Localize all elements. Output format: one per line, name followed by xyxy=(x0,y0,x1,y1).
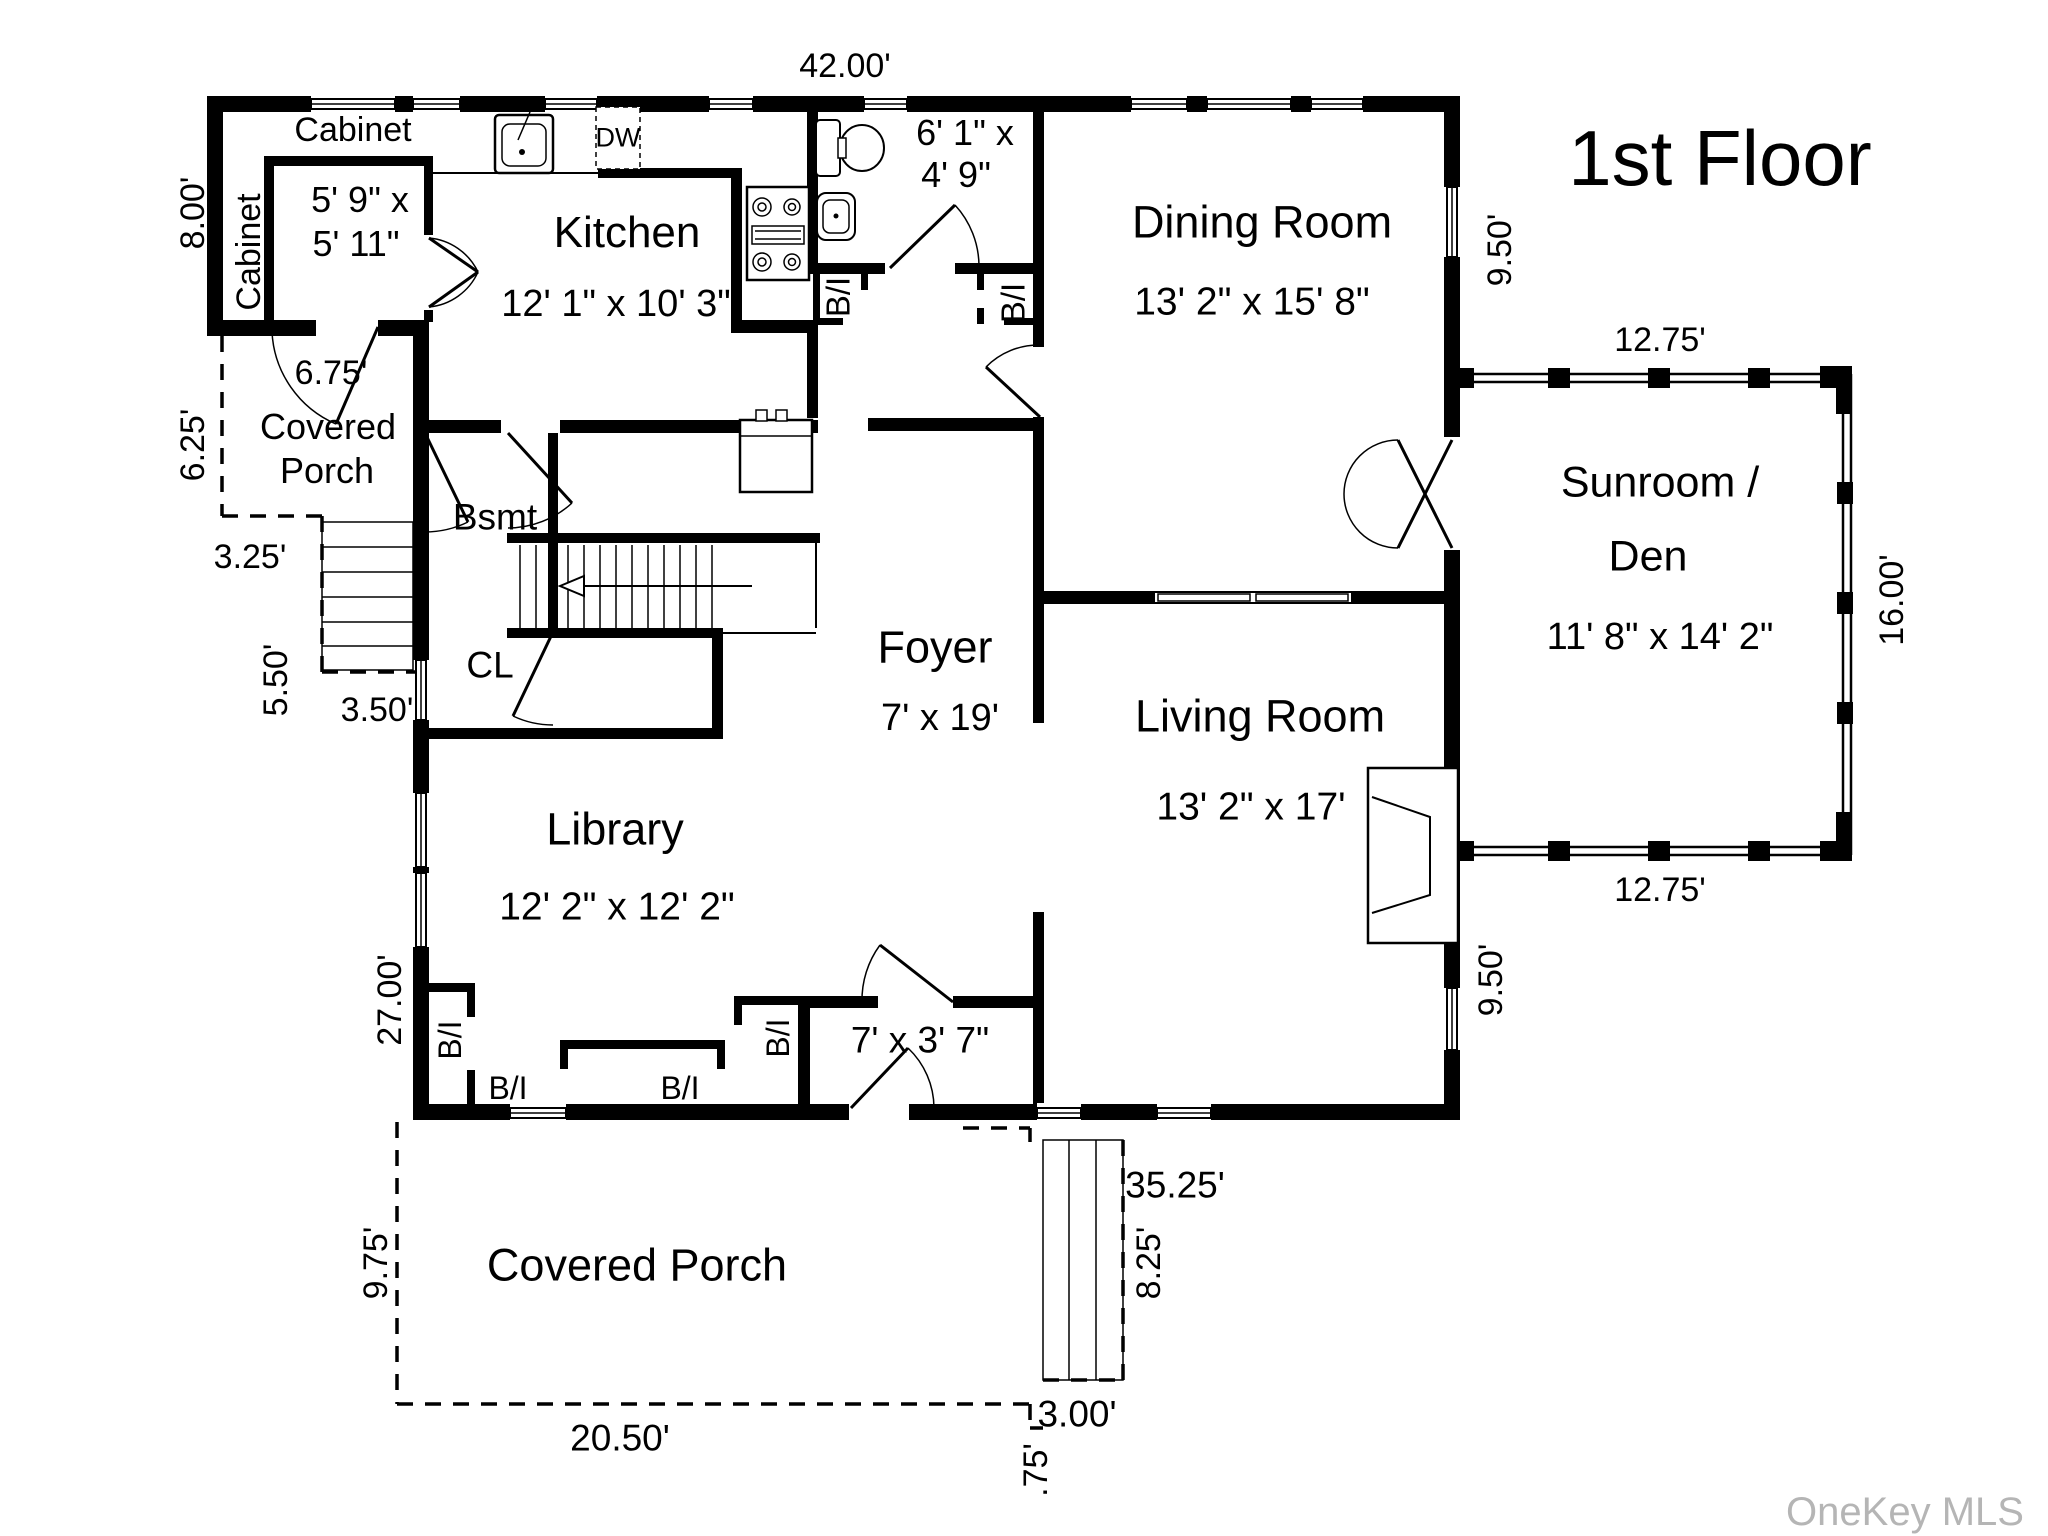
living-label: Living Room xyxy=(1134,690,1386,742)
stove-icon xyxy=(745,185,811,282)
cabinet-side-label: Cabinet xyxy=(230,193,268,311)
hall-dims: 7' x 3' 7" xyxy=(850,1019,990,1061)
dim-dining-side: 9.50' xyxy=(1481,213,1519,287)
sunroom-window-walls xyxy=(1458,366,1853,861)
kitchen-sink-icon xyxy=(493,108,555,175)
dim-library-side: 27.00' xyxy=(371,954,409,1046)
library-dims: 12' 2" x 12' 2" xyxy=(499,885,735,929)
builtin-kitchen-left: B/I xyxy=(819,276,857,318)
dim-porch2-width: 20.50' xyxy=(570,1417,670,1459)
dim-walk-height: 8.25' xyxy=(1130,1226,1168,1300)
staircase xyxy=(519,545,752,628)
dishwasher-label: DW xyxy=(595,122,641,153)
utility-sink-icon xyxy=(738,409,814,494)
dim-porch1-width: 6.75' xyxy=(294,354,368,392)
dining-dims: 13' 2" x 15' 8" xyxy=(1134,280,1370,324)
bath-sink-icon xyxy=(816,192,856,241)
dim-sunroom-bottom: 12.75' xyxy=(1614,871,1706,909)
kitchen-label: Kitchen xyxy=(553,208,701,257)
foyer-dims: 7' x 19' xyxy=(880,697,1000,739)
porch-lower-label: Covered Porch xyxy=(486,1239,788,1291)
sunroom-label-1: Sunroom / xyxy=(1560,458,1760,507)
dining-label: Dining Room xyxy=(1131,196,1393,248)
page-title: 1st Floor xyxy=(1568,114,1872,202)
cabinet-room-dims-1: 5' 9" x xyxy=(311,179,409,220)
watermark: OneKey MLS xyxy=(1786,1490,2024,1534)
doors xyxy=(271,203,1454,1110)
kitchen-dims: 12' 1" x 10' 3" xyxy=(501,283,731,325)
dim-steps-height: 5.50' xyxy=(257,643,295,717)
dim-top-width: 42.00' xyxy=(799,47,891,85)
dim-porch2-height: 9.75' xyxy=(357,1226,395,1300)
builtin-library-bottom-1: B/I xyxy=(488,1070,528,1106)
toilet-icon xyxy=(815,119,885,177)
fixtures xyxy=(493,106,1460,945)
builtin-kitchen-right: B/I xyxy=(994,282,1032,324)
dim-walk-width: 3.00' xyxy=(1037,1393,1117,1435)
dim-steps-width: 3.50' xyxy=(340,691,414,729)
foyer-label: Foyer xyxy=(877,621,993,673)
dashed-boundaries xyxy=(220,336,1125,1430)
basement-label: Bsmt xyxy=(452,496,538,538)
dim-living-side: 9.50' xyxy=(1472,943,1510,1017)
builtin-library-left: B/I xyxy=(432,1020,468,1060)
dim-porch1-height: 6.25' xyxy=(174,408,212,482)
sunroom-dims: 11' 8" x 14' 2" xyxy=(1546,616,1774,658)
builtin-hall-side: B/I xyxy=(760,1018,796,1058)
dim-steps-offset: 3.25' xyxy=(213,538,287,576)
dim-sunroom-side: 16.00' xyxy=(1873,554,1911,646)
cabinet-room-dims-2: 5' 11" xyxy=(312,223,400,264)
bath-dims-1: 6' 1" x xyxy=(916,112,1014,153)
dim-sunroom-top: 12.75' xyxy=(1614,321,1706,359)
porch-steps-left xyxy=(321,521,414,671)
bath-dims-2: 4' 9" xyxy=(921,154,991,195)
walkway-steps xyxy=(1042,1139,1124,1381)
dim-bottom: 35.25' xyxy=(1125,1164,1225,1206)
builtin-library-bottom-2: B/I xyxy=(660,1070,700,1106)
windows xyxy=(310,95,1461,1121)
library-label: Library xyxy=(546,803,684,855)
dishwasher-icon xyxy=(595,106,641,170)
dim-walk-offset: .75' xyxy=(1017,1443,1055,1497)
dim-cab-height: 8.00' xyxy=(174,176,212,250)
porch-upper-label-1: Covered xyxy=(259,406,397,447)
living-dims: 13' 2" x 17' xyxy=(1156,785,1346,829)
porch-upper-label-2: Porch xyxy=(279,450,375,491)
sunroom-label-2: Den xyxy=(1608,532,1688,581)
fireplace-icon xyxy=(1366,766,1460,945)
cabinet-top-label: Cabinet xyxy=(294,111,412,149)
closet-label: CL xyxy=(466,644,514,686)
